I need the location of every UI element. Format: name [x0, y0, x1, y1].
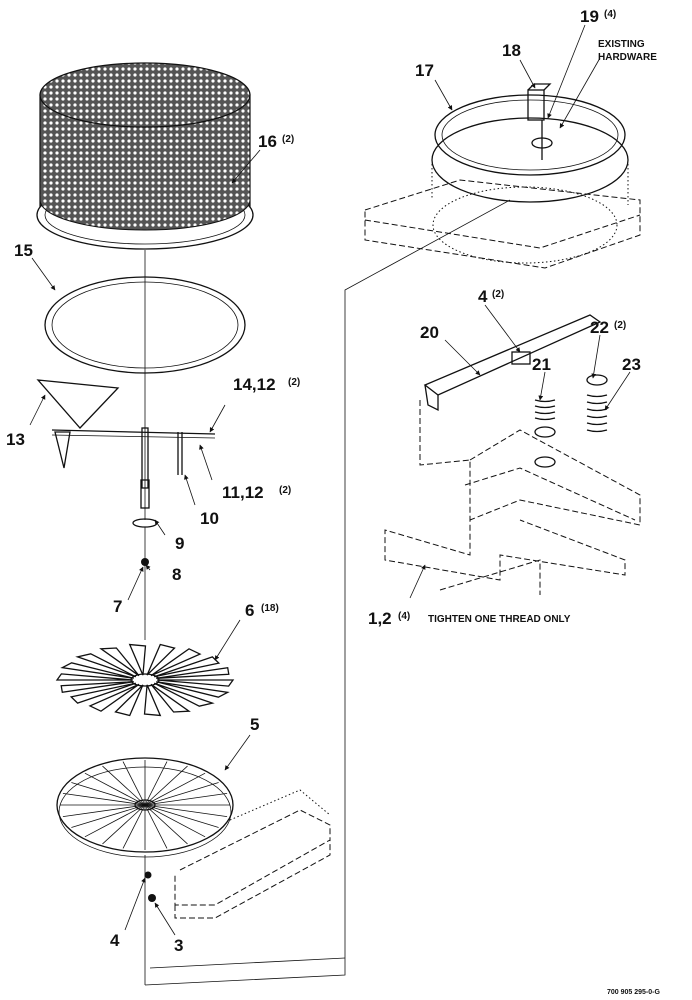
- existing-hardware-line1: EXISTING: [598, 39, 645, 50]
- filter-housing: [36, 62, 254, 250]
- connector-lines: [144, 199, 511, 986]
- callout-6-qty: (18): [261, 603, 279, 614]
- fan-blade: [99, 647, 140, 677]
- callout-10: 10: [200, 509, 219, 528]
- wheel-spoke: [122, 761, 146, 806]
- figure-number: 700 905 295-0-G: [607, 989, 660, 996]
- callout-6: 6: [245, 601, 254, 620]
- wheel-spoke: [84, 772, 146, 806]
- callout-labels: 16 (2) 15 13 14,12 (2) 11,12 (2) 10 9 8 …: [6, 7, 660, 996]
- wheel-spoke: [144, 761, 168, 806]
- fan-blade: [143, 684, 162, 717]
- top-ring-assembly: [431, 94, 629, 264]
- wheel-spoke: [102, 765, 146, 806]
- callout-14-12: 14,12: [233, 375, 276, 394]
- callout-1-2: 1,2: [368, 609, 392, 628]
- base-frame: [384, 400, 641, 595]
- wheel-spoke: [122, 804, 146, 849]
- callout-8: 8: [172, 565, 181, 584]
- callout-5: 5: [250, 715, 259, 734]
- callout-7: 7: [113, 597, 122, 616]
- callout-3: 3: [174, 936, 183, 955]
- wheel-spoke: [144, 792, 228, 806]
- fan-blade: [150, 648, 202, 677]
- fan-blade: [128, 643, 147, 676]
- wheel-spoke: [144, 804, 219, 828]
- wheel-spoke: [62, 792, 146, 806]
- fan-blade: [60, 681, 134, 694]
- fan-blade: [114, 684, 144, 717]
- wheel-spoke: [62, 804, 146, 818]
- leader-lines: [29, 24, 631, 936]
- wheel-spoke: [102, 804, 146, 845]
- washer: [132, 518, 158, 528]
- wheel-spoke: [144, 772, 206, 806]
- callout-4: 4: [110, 931, 120, 950]
- callout-19: 19: [580, 7, 599, 26]
- fan-hub: [130, 673, 160, 687]
- lower-nut: [148, 894, 156, 902]
- fan-blade: [156, 679, 235, 687]
- fan-blade: [156, 666, 230, 679]
- fan-blade: [75, 653, 137, 678]
- wheel-spoke: [144, 804, 168, 849]
- fan-wheel: [56, 757, 234, 858]
- fan-blade: [156, 681, 230, 698]
- callout-13: 13: [6, 430, 25, 449]
- fan-blades: [55, 643, 235, 717]
- callout-4-upper: 4: [478, 287, 488, 306]
- callout-15: 15: [14, 241, 33, 260]
- lower-mount-plate: [174, 789, 331, 919]
- callout-19-qty: (4): [604, 9, 616, 20]
- callout-11-12: 11,12: [222, 483, 264, 502]
- wheel-spoke: [144, 804, 188, 845]
- callout-1-2-qty: (4): [398, 611, 410, 622]
- callout-23: 23: [622, 355, 641, 374]
- callout-4-upper-qty: (2): [492, 289, 504, 300]
- fan-blade: [153, 682, 215, 707]
- callout-22: 22: [590, 318, 609, 337]
- springs: [534, 374, 608, 468]
- callout-20: 20: [420, 323, 439, 342]
- fan-blade: [150, 683, 191, 713]
- fan-blade: [60, 662, 134, 679]
- wheel-spoke: [84, 804, 146, 838]
- existing-hardware-line2: HARDWARE: [598, 52, 657, 63]
- callout-21: 21: [532, 355, 551, 374]
- vane-assembly: [36, 379, 216, 489]
- fan-blade: [146, 643, 176, 676]
- top-plate: [364, 179, 641, 269]
- callout-16: 16: [258, 132, 277, 151]
- crossbar: [423, 314, 602, 412]
- callout-16-qty: (2): [282, 134, 294, 145]
- wheel-spoke: [144, 804, 206, 838]
- wheel-spoke: [144, 804, 228, 818]
- callout-17: 17: [415, 61, 434, 80]
- callout-18: 18: [502, 41, 521, 60]
- fan-blade: [69, 682, 137, 704]
- callout-11-qty: (2): [279, 485, 291, 496]
- lower-washer: [144, 871, 152, 879]
- callout-9: 9: [175, 534, 184, 553]
- wheel-spoke: [144, 765, 188, 806]
- tighten-note: TIGHTEN ONE THREAD ONLY: [428, 614, 571, 625]
- fan-blade: [88, 683, 140, 712]
- fan-blade: [55, 673, 134, 681]
- callout-14-qty: (2): [288, 377, 300, 388]
- callout-22-qty: (2): [614, 320, 626, 331]
- wheel-spoke: [71, 782, 146, 806]
- shaft: [140, 479, 150, 509]
- wheel-spoke: [71, 804, 146, 828]
- wheel-spoke: [144, 782, 219, 806]
